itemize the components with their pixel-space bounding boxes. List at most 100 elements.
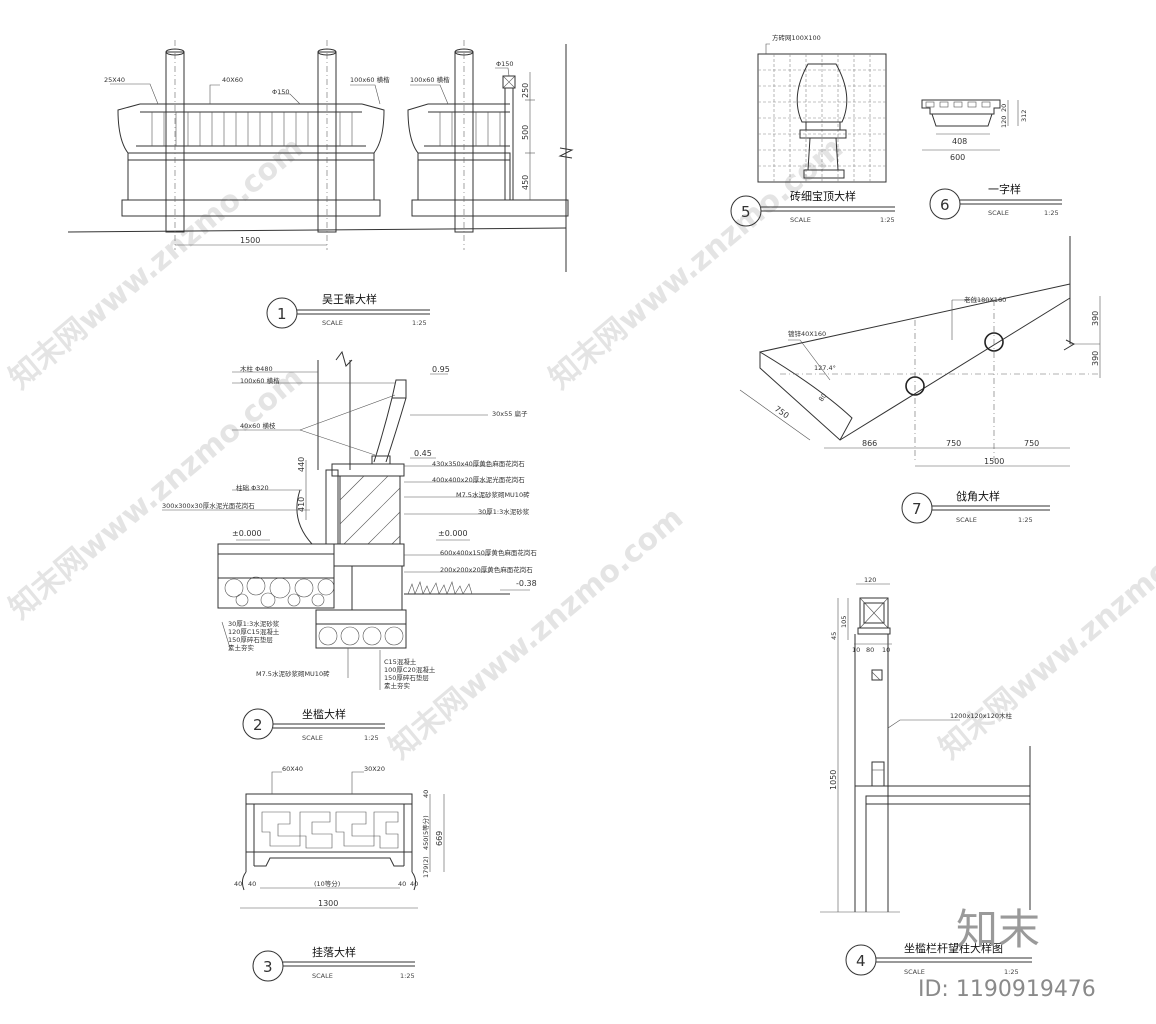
d3-dim-179: 179(2): [422, 856, 430, 878]
d2-right-label-6: 600x400x150厚黄色麻面花岗石: [440, 548, 537, 557]
d7-dim-390a: 390: [1091, 311, 1100, 326]
d3-dim-40d: 40: [410, 880, 418, 888]
d4-dim-105: 105: [840, 616, 848, 628]
d2-right-label-2: 430x350x40厚黄色麻面花岗石: [432, 459, 525, 468]
d2-dim-440: 440: [297, 457, 306, 472]
d6-dim-20: 20: [1000, 104, 1008, 112]
detail-4-scale-value: 1:25: [1004, 968, 1019, 976]
detail-5-number: 5: [741, 203, 751, 221]
detail-1-scale-value: 1:25: [412, 319, 427, 327]
d2-layer-right-3: 150厚碎石垫层: [384, 673, 429, 682]
watermark-text: 知末网www.znzmo.com: [3, 360, 310, 626]
d2-layer-right-2: 100厚C20混凝土: [384, 665, 436, 674]
d4-dim-10b: 10: [882, 646, 890, 654]
watermark-text: 知末网www.znzmo.com: [383, 500, 690, 766]
watermark-text: 知末网www.znzmo.com: [933, 500, 1156, 766]
d1-label-100x60b: 100x60 横楷: [410, 75, 450, 84]
d2-layer-left-3: 150厚碎石垫层: [228, 635, 273, 644]
d1-label-40x60: 40X60: [222, 76, 243, 84]
detail-7-title-block: 7 戗角大样 SCALE 1:25: [901, 489, 1050, 524]
detail-6-drawing: 408 600 20 120 312: [921, 99, 1028, 162]
d2-layer-left-4: 素土夯实: [228, 643, 255, 652]
detail-3-title: 挂落大样: [312, 945, 356, 959]
d4-dim-45: 45: [830, 632, 838, 640]
drawing-id: ID: 1190919476: [918, 977, 1096, 1002]
watermark-text: 知末网www.znzmo.com: [3, 130, 310, 396]
d2-right-label-7: 200x200x20厚黄色麻面花岗石: [440, 565, 533, 574]
brand-logo-text: 知末: [956, 905, 1040, 954]
d3-dim-40c: 40: [398, 880, 406, 888]
detail-7-scale-value: 1:25: [1018, 516, 1033, 524]
d3-dim-40e: 40: [422, 790, 430, 798]
d2-dim-410: 410: [297, 497, 306, 512]
detail-6-title: 一字样: [988, 182, 1021, 196]
detail-3-drawing: 60X40 30X20 1300 (10等分) 40 40 40 40 669 …: [234, 765, 445, 909]
detail-6-title-block: 6 一字样 SCALE 1:25: [929, 182, 1062, 220]
d5-label: 方砖网100X100: [772, 33, 821, 42]
d3-dim-450: 450(5等分): [421, 815, 430, 850]
detail-2-title: 坐槛大样: [302, 707, 346, 721]
d1-label-100x60: 100x60 横楷: [350, 75, 390, 84]
detail-7-scale-label: SCALE: [956, 516, 977, 524]
detail-6-number: 6: [940, 196, 950, 214]
d2-top-label-2: 100x60 横楷: [240, 376, 280, 385]
d3-dim-10parts: (10等分): [314, 879, 340, 888]
d2-level-045: 0.45: [414, 449, 432, 458]
d2-left-label-1: 柱础 Φ320: [236, 483, 269, 492]
detail-2-drawing: 木柱 Φ480 100x60 横楷 40x60 横枝 0.95 0.45 30x…: [162, 350, 537, 690]
d2-layer-right-1: C15混凝土: [384, 657, 417, 666]
detail-4-drawing: 120 105 45 10 80 10 1050 1200x120x120木柱: [820, 576, 1031, 913]
detail-1-number: 1: [277, 305, 287, 323]
detail-6-scale-value: 1:25: [1044, 209, 1059, 217]
d3-label-30x20: 30X20: [364, 765, 385, 773]
d4-label-post: 1200x120x120木柱: [950, 711, 1013, 720]
detail-5-title: 砖细宝顶大样: [790, 189, 856, 203]
detail-1-scale-label: SCALE: [322, 319, 343, 327]
d1-dim-500: 500: [521, 125, 530, 140]
detail-5-drawing: 方砖网100X100: [757, 33, 887, 183]
detail-3-scale-label: SCALE: [312, 972, 333, 980]
d7-label-angle: 127.4°: [814, 364, 836, 372]
d7-label-beam: 老戗180X160: [964, 295, 1006, 304]
detail-4-title-block: 4 坐槛栏杆望柱大样图 SCALE 1:25: [845, 941, 1032, 976]
d2-level-000-left: ±0.000: [232, 529, 262, 538]
d7-dim-866: 866: [862, 439, 877, 448]
d6-dim-312: 312: [1020, 110, 1028, 122]
d1-label-25x40: 25X40: [104, 76, 125, 84]
d1-dim-450: 450: [521, 175, 530, 190]
d2-mortar-label: M7.5水泥砂浆砌MU10砖: [256, 669, 330, 678]
d2-layer-right-4: 素土夯实: [384, 681, 411, 690]
detail-3-title-block: 3 挂落大样 SCALE 1:25: [252, 945, 415, 982]
d7-dim-750b: 750: [946, 439, 961, 448]
d3-dim-1300: 1300: [318, 899, 338, 908]
detail-6-scale-label: SCALE: [988, 209, 1009, 217]
d4-dim-80: 80: [866, 646, 874, 654]
detail-1-title: 吴王靠大样: [322, 292, 377, 306]
detail-5-title-block: 5 砖细宝顶大样 SCALE 1:25: [730, 189, 895, 227]
d2-right-label-1: 30x55 扁子: [492, 409, 528, 418]
detail-5-scale-label: SCALE: [790, 216, 811, 224]
d3-label-60x40: 60X40: [282, 765, 303, 773]
detail-4-number: 4: [856, 952, 866, 970]
detail-7-number: 7: [912, 500, 922, 518]
d2-right-label-4: M7.5水泥砂浆砌MU10砖: [456, 490, 530, 499]
d2-layer-left-2: 120厚C15混凝土: [228, 627, 280, 636]
d3-dim-40b: 40: [248, 880, 256, 888]
d2-right-label-5: 30厚1:3水泥砂浆: [478, 507, 530, 516]
d1-dim-250: 250: [521, 83, 530, 98]
d7-label-tie: 镀锌40X160: [788, 329, 826, 338]
detail-4-title: 坐槛栏杆望柱大样图: [904, 941, 1003, 955]
d1-dim-1500: 1500: [240, 236, 260, 245]
d7-dim-750a: 750: [773, 404, 791, 420]
d2-top-label-3: 40x60 横枝: [240, 421, 276, 430]
d3-dim-40a: 40: [234, 880, 242, 888]
d1-label-phi150b: Φ150: [496, 60, 514, 68]
d2-left-label-2: 300x300x30厚水泥光面花岗石: [162, 501, 255, 510]
d7-dim-750c: 750: [1024, 439, 1039, 448]
detail-1-drawing: 25X40 40X60 Φ150 100x60 横楷 100x60 横楷 Φ15…: [67, 40, 574, 272]
d2-layer-left-1: 30厚1:3水泥砂浆: [228, 619, 280, 628]
brand-mark: 知末 ID: 1190919476: [918, 905, 1096, 1002]
d3-dim-669: 669: [435, 831, 444, 846]
d2-right-label-3: 400x400x20厚水泥光面花岗石: [432, 475, 525, 484]
